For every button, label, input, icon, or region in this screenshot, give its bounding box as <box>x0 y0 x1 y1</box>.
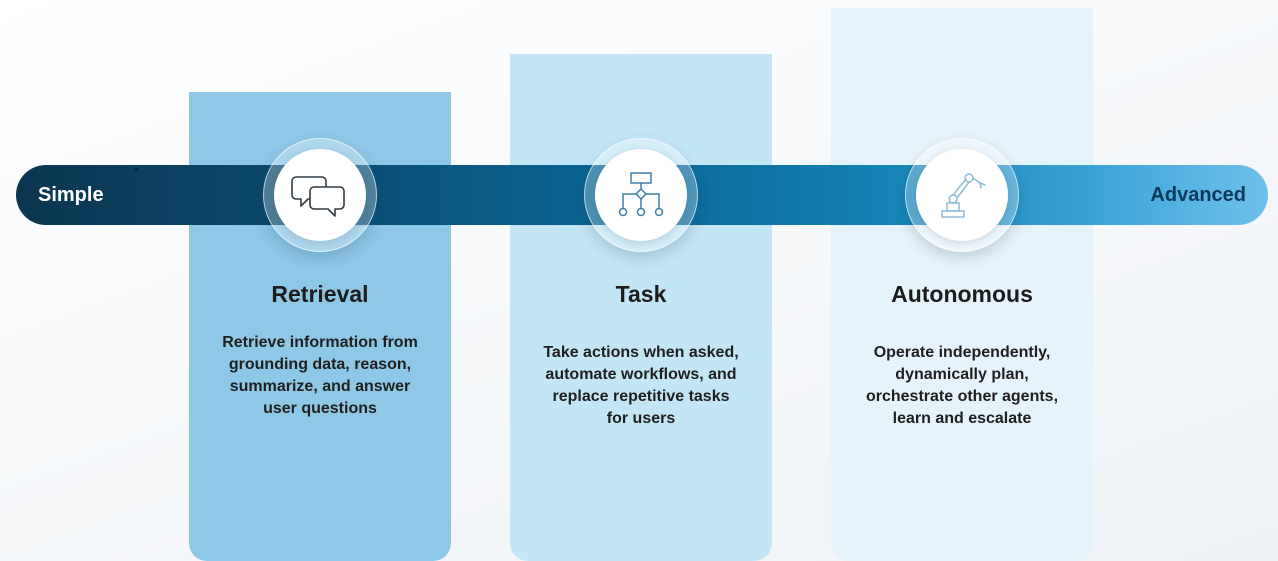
workflow-icon <box>618 172 664 217</box>
chat-bubbles-icon <box>291 176 345 217</box>
retrieval-title: Retrieval <box>271 281 369 307</box>
autonomous-icon-badge <box>905 138 1019 252</box>
task-description: Take actions when asked, automate workfl… <box>543 344 739 427</box>
autonomous-description: Operate independently, dynamically plan,… <box>865 344 1059 427</box>
task-title: Task <box>615 281 667 307</box>
retrieval-description: Retrieve information from grounding data… <box>222 334 418 417</box>
scale-end-label: Advanced <box>1150 184 1246 206</box>
robot-arm-icon <box>941 173 986 218</box>
decorative-dot <box>135 168 138 171</box>
autonomous-card <box>831 8 1093 561</box>
task-icon-badge <box>584 138 698 252</box>
autonomous-title: Autonomous <box>891 281 1033 307</box>
retrieval-icon-badge <box>263 138 377 252</box>
task-card <box>510 54 772 561</box>
scale-start-label: Simple <box>38 184 104 206</box>
